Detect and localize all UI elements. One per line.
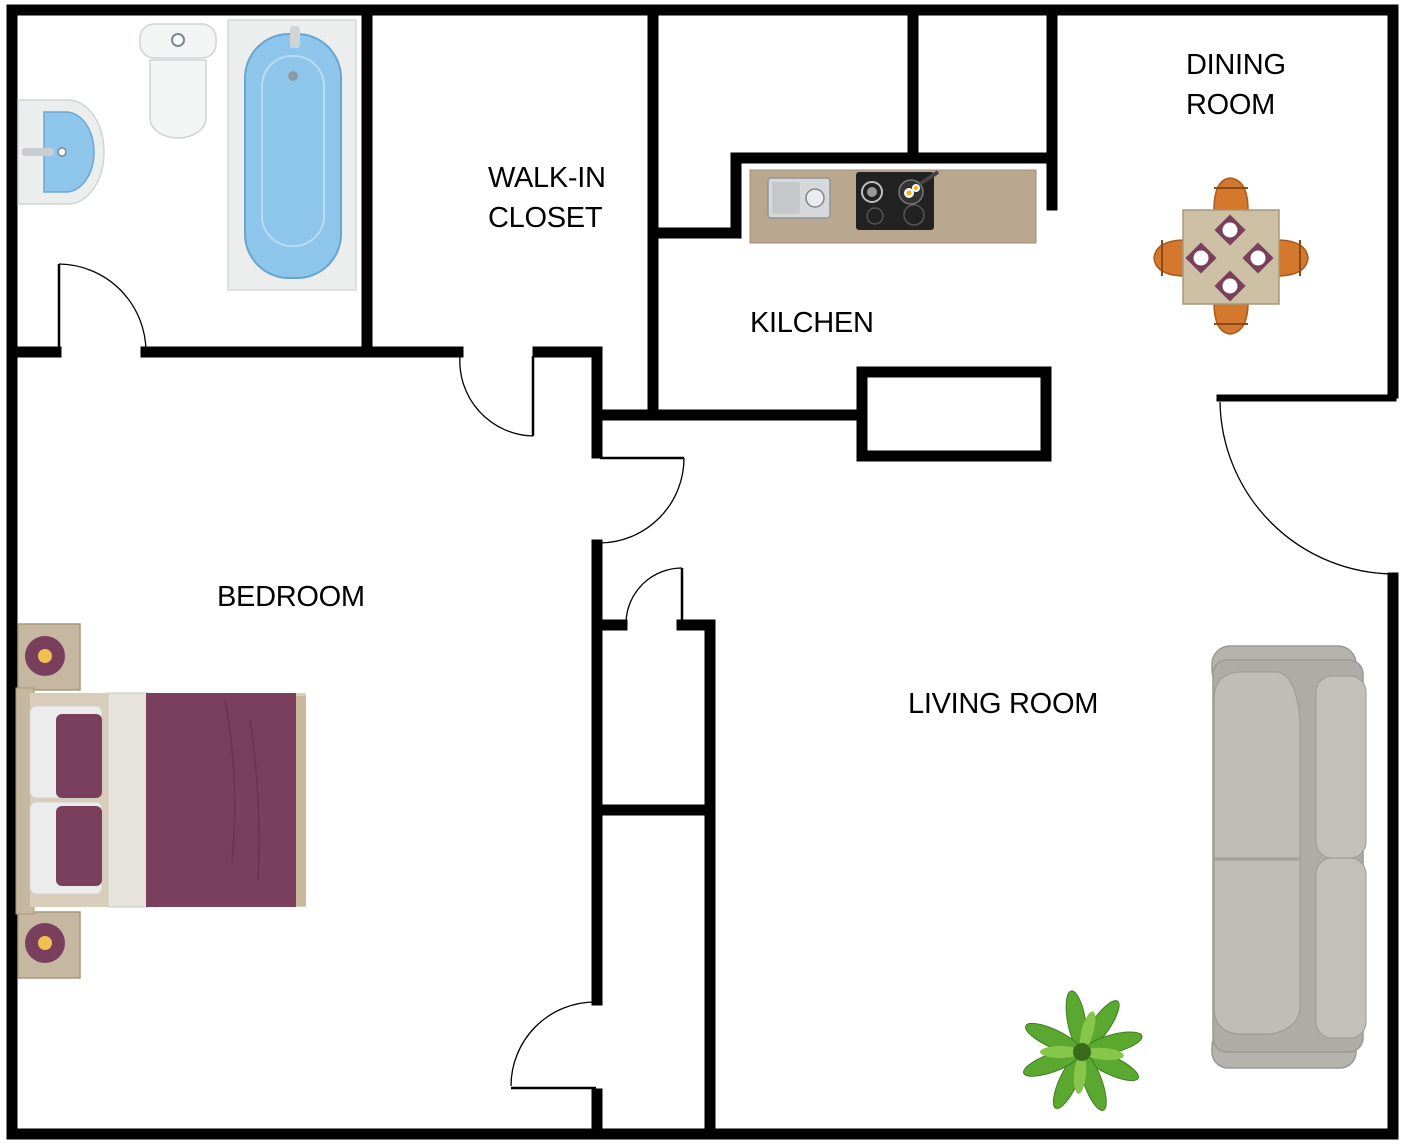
kitchen-sink-icon [767, 177, 831, 219]
cooktop-icon [856, 170, 940, 230]
bedroom-closet-door[interactable] [510, 1001, 596, 1090]
walk-in-closet-label-line1: WALK-IN [488, 162, 606, 194]
closet-door[interactable] [459, 355, 535, 437]
hall-door[interactable] [599, 456, 685, 544]
bathtub-icon [227, 19, 357, 291]
living-closet-door[interactable] [625, 567, 684, 623]
sink-icon [17, 99, 105, 205]
wall-pantry-left [647, 152, 1058, 239]
walls [6, 4, 1399, 1140]
plant-icon [1023, 990, 1143, 1111]
sofa-icon [1211, 645, 1367, 1069]
dining-room-label-line2: ROOM [1186, 89, 1276, 121]
bathroom-door[interactable] [57, 263, 147, 353]
doors [57, 263, 1394, 1090]
wall-living-closet [676, 619, 716, 1140]
dining-room-label: DINING ROOM [1186, 45, 1286, 125]
bed-icon [15, 687, 306, 915]
kitchen-label: KILCHEN [750, 307, 874, 339]
kitchen-island [856, 366, 1052, 462]
living-room-label: LIVING ROOM [908, 688, 1099, 720]
toilet-icon [139, 23, 217, 139]
bedroom-label: BEDROOM [217, 581, 365, 613]
dining-table-icon [1153, 177, 1309, 335]
entry-door[interactable] [1219, 401, 1394, 576]
nightstand-icon [17, 623, 81, 979]
walk-in-closet-label-line2: CLOSET [488, 202, 603, 234]
dining-room-label-line1: DINING [1186, 49, 1286, 81]
walk-in-closet-label: WALK-IN CLOSET [488, 158, 606, 238]
